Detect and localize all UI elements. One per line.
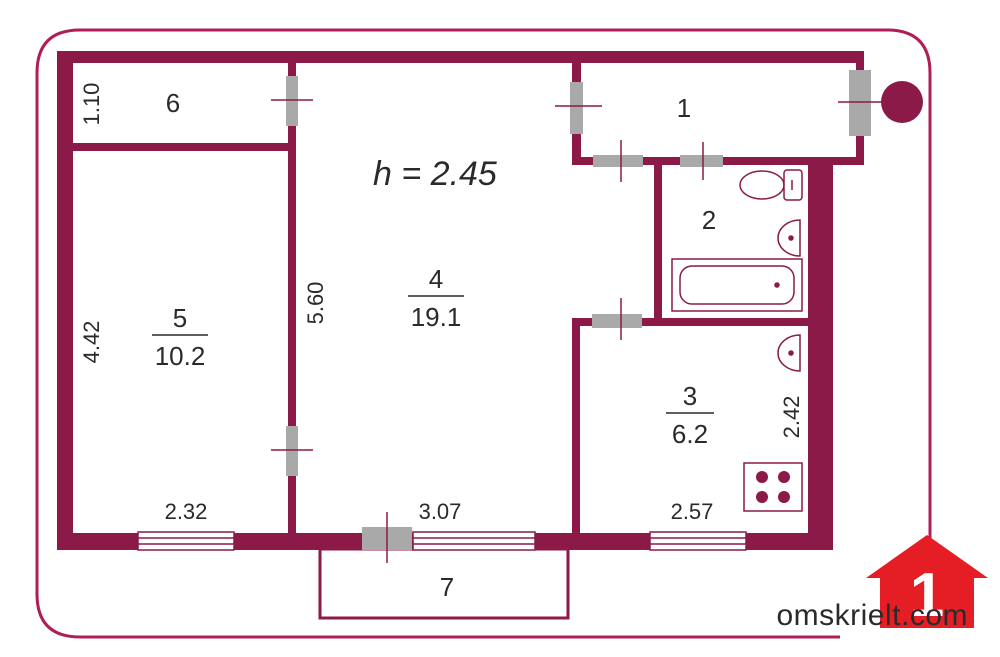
room-2-number: 2: [702, 205, 716, 235]
door-bath-a: [593, 140, 643, 182]
toilet-icon: [739, 169, 803, 201]
logo-digit: 1: [910, 561, 944, 630]
door-kitchen: [592, 298, 642, 340]
room-3-number: 3: [683, 381, 697, 411]
stove-icon: [743, 462, 803, 512]
walls: [57, 51, 864, 550]
room-3-area: 6.2: [672, 419, 708, 449]
room-7-number: 7: [440, 572, 454, 602]
dim-room5-width: 2.32: [165, 499, 208, 524]
windows: [137, 531, 747, 551]
door-room6: [271, 76, 313, 126]
room-6-number: 6: [166, 88, 180, 118]
kitchen-sink-icon: [777, 334, 801, 372]
room-5-number: 5: [173, 303, 187, 333]
house-logo-icon: 1: [866, 535, 988, 630]
door-bath-b: [680, 142, 723, 180]
doors: [271, 70, 885, 563]
door-room1: [555, 82, 602, 134]
ceiling-height: h = 2.45: [373, 155, 497, 193]
sink-icon: [777, 219, 801, 257]
watermark-site: omskrielt.com: [776, 599, 968, 632]
dim-room4-height: 5.60: [303, 282, 328, 325]
dim-room4-width: 3.07: [419, 499, 462, 524]
bathtub-icon: [671, 258, 803, 312]
dim-room3-height: 2.42: [779, 396, 804, 439]
room-1-number: 1: [677, 93, 691, 123]
window-room4: [412, 531, 536, 551]
entrance-marker: [881, 81, 923, 123]
entrance-door: [838, 70, 885, 136]
window-room3: [649, 531, 747, 551]
window-room5: [137, 531, 235, 551]
dim-room5-height: 4.42: [79, 321, 104, 364]
room-5-area: 10.2: [155, 341, 206, 371]
room-4-area: 19.1: [411, 302, 462, 332]
dim-room3-width: 2.57: [671, 499, 714, 524]
door-room5: [271, 426, 313, 476]
outer-frame: [35, 28, 932, 639]
balcony-door: [362, 512, 412, 563]
room-4-number: 4: [429, 264, 443, 294]
dim-room6-height: 1.10: [79, 83, 104, 126]
